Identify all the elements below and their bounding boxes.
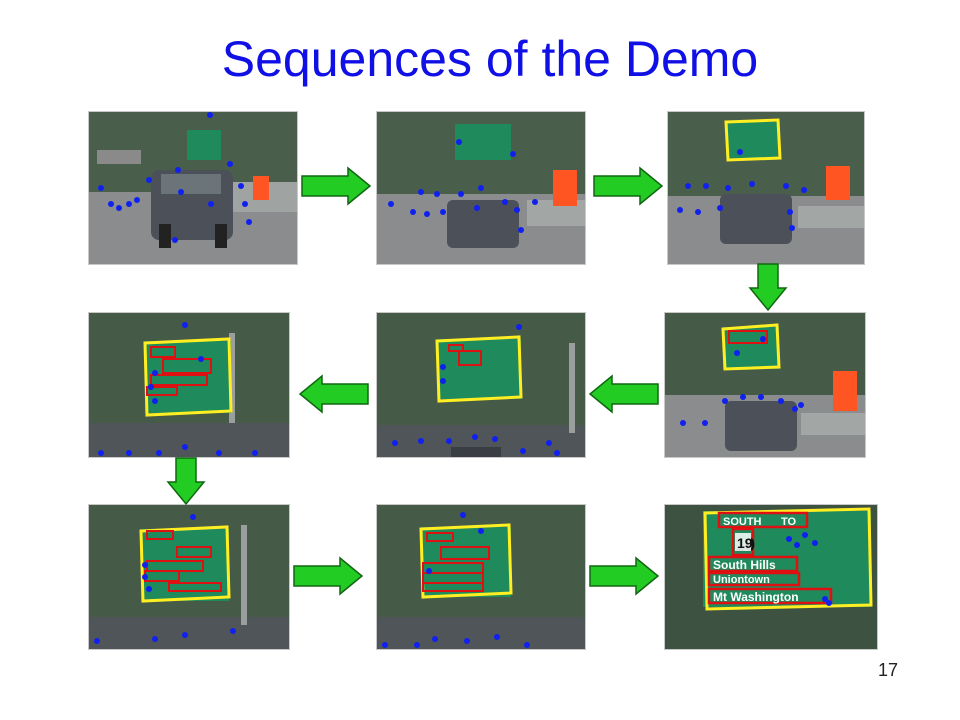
svg-text:TO: TO — [781, 516, 797, 528]
svg-text:SOUTH: SOUTH — [723, 516, 762, 528]
svg-text:South Hills: South Hills — [713, 558, 776, 572]
video-frame-1 — [88, 111, 298, 265]
arrow-down-1 — [748, 263, 788, 312]
svg-text:Mt Washington: Mt Washington — [713, 590, 799, 604]
video-frame-6 — [664, 312, 866, 458]
arrow-right-2 — [593, 166, 664, 206]
arrow-right-1 — [301, 166, 372, 206]
video-frame-5 — [376, 312, 586, 458]
video-frame-9: SOUTH TO 19 South Hills Uniontown Mt Was… — [664, 504, 878, 650]
arrow-left-1 — [588, 374, 659, 414]
slide-title: Sequences of the Demo — [221, 31, 759, 87]
video-frame-8 — [376, 504, 586, 650]
arrow-right-4 — [589, 556, 660, 596]
svg-text:Uniontown: Uniontown — [713, 574, 770, 586]
video-frame-3 — [667, 111, 865, 265]
video-frame-2 — [376, 111, 586, 265]
video-frame-4 — [88, 312, 290, 458]
page-number: 17 — [877, 660, 898, 680]
arrow-left-2 — [298, 374, 369, 414]
arrow-down-2 — [166, 457, 206, 506]
video-frame-7 — [88, 504, 290, 650]
svg-text:19: 19 — [737, 535, 753, 551]
arrow-right-3 — [293, 556, 364, 596]
